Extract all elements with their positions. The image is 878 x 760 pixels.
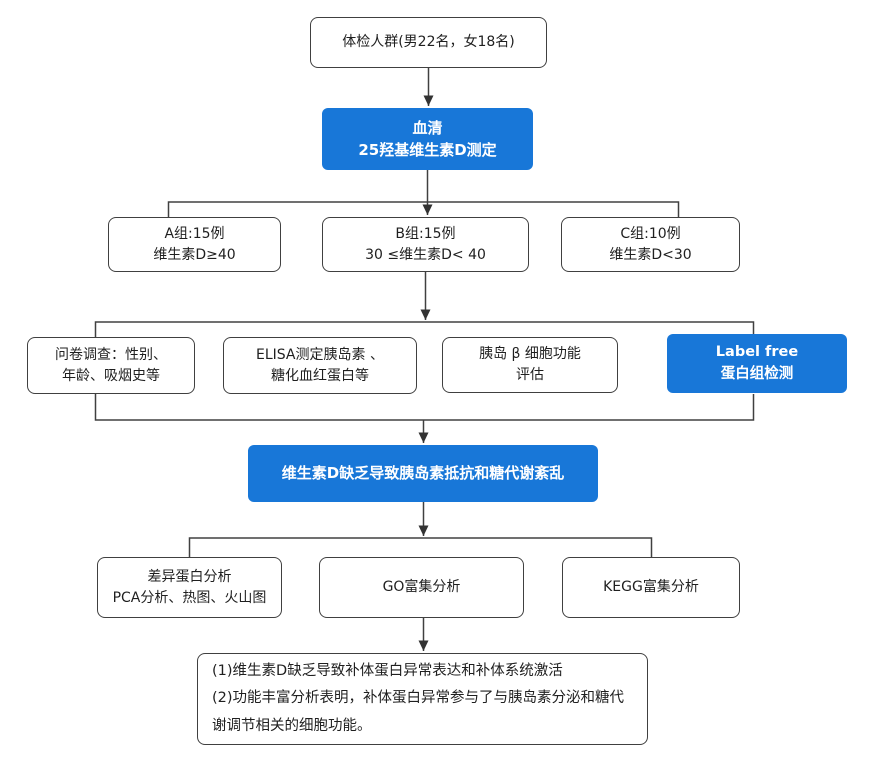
node-questionnaire-line2: 年龄、吸烟史等 bbox=[62, 367, 160, 384]
node-group-c: C组:10例 维生素D<30 bbox=[561, 217, 740, 272]
node-conclusion-insulin-resistance: 维生素D缺乏导致胰岛素抵抗和糖代谢紊乱 bbox=[248, 445, 598, 502]
node-serum-line1: 血清 bbox=[412, 118, 443, 137]
node-questionnaire-line1: 问卷调查：性别、 bbox=[55, 346, 167, 363]
node-questionnaire-survey: 问卷调查：性别、 年龄、吸烟史等 bbox=[27, 337, 195, 394]
node-group-c-line1: C组:10例 bbox=[620, 225, 681, 242]
node-labelfree-line2: 蛋白组检测 bbox=[720, 365, 794, 382]
node-kegg-enrichment: KEGG富集分析 bbox=[562, 557, 740, 618]
node-serum-vitamin-d-test: 血清 25羟基维生素D测定 bbox=[322, 108, 533, 170]
node-group-c-line2: 维生素D<30 bbox=[609, 246, 692, 263]
node-conclusion-label: 维生素D缺乏导致胰岛素抵抗和糖代谢紊乱 bbox=[281, 464, 565, 483]
node-labelfree-line1: Label free bbox=[715, 343, 799, 360]
node-beta-line2: 评估 bbox=[516, 367, 544, 383]
node-population: 体检人群(男22名，女18名) bbox=[310, 17, 547, 68]
node-group-a-line2: 维生素D≥40 bbox=[153, 246, 236, 263]
node-label-free-proteomics: Label free 蛋白组检测 bbox=[667, 334, 847, 393]
node-findings-item1: (1)维生素D缺乏导致补体蛋白异常表达和补体系统激活 bbox=[212, 662, 563, 679]
node-findings-summary: (1)维生素D缺乏导致补体蛋白异常表达和补体系统激活 (2)功能丰富分析表明，补… bbox=[197, 653, 648, 745]
node-go-label: GO富集分析 bbox=[382, 579, 461, 595]
node-dep-line1: 差异蛋白分析 bbox=[147, 569, 232, 586]
node-group-b-line1: B组:15例 bbox=[395, 225, 456, 242]
node-serum-line2: 25羟基维生素D测定 bbox=[358, 141, 497, 159]
node-group-a: A组:15例 维生素D≥40 bbox=[108, 217, 281, 272]
node-group-b-line2: 30 ≤维生素D< 40 bbox=[365, 246, 486, 263]
node-elisa-line1: ELISA测定胰岛素 、 bbox=[256, 346, 384, 363]
node-kegg-label: KEGG富集分析 bbox=[603, 579, 699, 595]
node-beta-cell-function: 胰岛 β 细胞功能 评估 bbox=[442, 337, 618, 393]
node-differential-protein-analysis: 差异蛋白分析 PCA分析、热图、火山图 bbox=[97, 557, 282, 618]
node-beta-line1: 胰岛 β 细胞功能 bbox=[479, 346, 581, 362]
node-elisa-line2: 糖化血红蛋白等 bbox=[271, 367, 369, 384]
node-population-label: 体检人群(男22名，女18名) bbox=[342, 34, 515, 50]
node-go-enrichment: GO富集分析 bbox=[319, 557, 524, 618]
node-dep-line2: PCA分析、热图、火山图 bbox=[112, 589, 267, 606]
node-group-b: B组:15例 30 ≤维生素D< 40 bbox=[322, 217, 529, 272]
node-group-a-line1: A组:15例 bbox=[164, 225, 225, 242]
node-findings-item2: (2)功能丰富分析表明，补体蛋白异常参与了与胰岛素分泌和糖代谢调节相关的细胞功能… bbox=[212, 690, 625, 734]
node-elisa-assay: ELISA测定胰岛素 、 糖化血红蛋白等 bbox=[223, 337, 417, 394]
